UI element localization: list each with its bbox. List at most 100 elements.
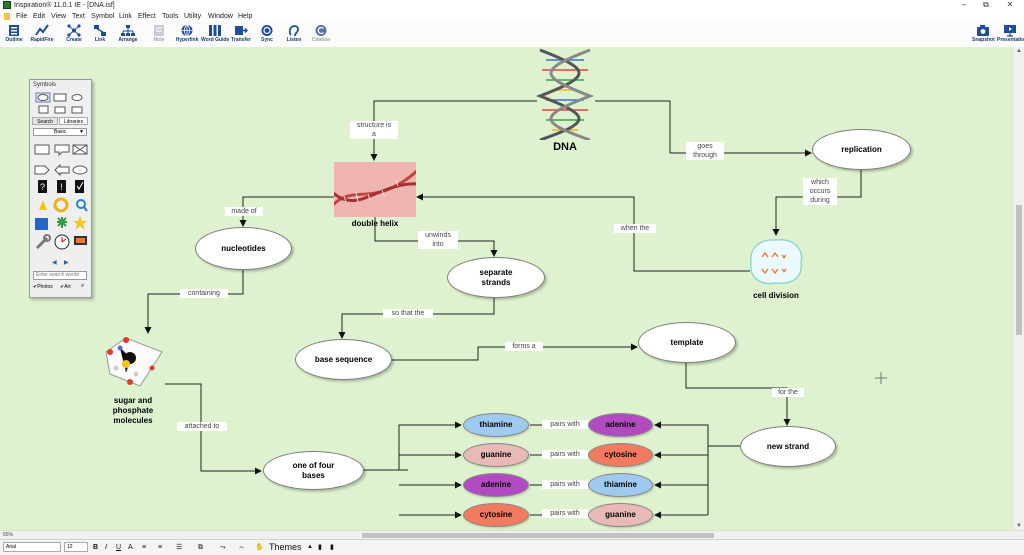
arrow-style-icon[interactable]: ⇔ xyxy=(238,544,245,551)
link-label-made-of[interactable]: made of xyxy=(225,207,263,216)
vertical-scroll-thumb[interactable] xyxy=(1016,205,1022,335)
one-of-four-bases-node[interactable]: one of four bases xyxy=(263,451,364,490)
link-label-so-that-the[interactable]: so that the xyxy=(383,309,433,318)
close-button[interactable]: ✕ xyxy=(1006,0,1014,9)
link-label-forms-a[interactable]: forms a xyxy=(505,342,543,351)
menu-help[interactable]: Help xyxy=(238,13,253,20)
template-node[interactable]: template xyxy=(638,322,736,363)
italic-button[interactable]: I xyxy=(105,544,107,551)
scroll-down-icon[interactable]: ▼ xyxy=(1016,523,1022,529)
symbol-grid[interactable]: ? ! xyxy=(33,142,89,262)
thiamine-node-left[interactable]: thiamine xyxy=(463,413,529,437)
symbol-search-input[interactable]: Enter search words xyxy=(33,271,87,280)
horizontal-scroll-thumb[interactable] xyxy=(362,533,714,538)
hyperlink-button[interactable]: Hyperlink xyxy=(174,23,200,46)
adenine-node-left[interactable]: adenine xyxy=(463,473,529,497)
word-guide-button[interactable]: Word Guide xyxy=(201,23,229,46)
guanine-node-left[interactable]: guanine xyxy=(463,443,529,467)
text-color-icon[interactable]: A xyxy=(128,544,133,551)
link-label-which-occurs-during[interactable]: which occurs during xyxy=(803,178,837,205)
font-family-select[interactable]: Arial xyxy=(3,542,61,552)
cytosine-node-left[interactable]: cytosine xyxy=(463,503,529,527)
link-label-structure-is-a[interactable]: structure is a xyxy=(350,121,398,139)
font-size-select[interactable]: 12 xyxy=(64,542,88,552)
link-label-when-the[interactable]: when the xyxy=(614,224,656,233)
create-button[interactable]: Create xyxy=(62,23,86,46)
restore-button[interactable]: ⧉ xyxy=(983,0,989,9)
link-label-for-the[interactable]: for the xyxy=(772,388,804,397)
double-helix-node[interactable]: double helix xyxy=(330,162,420,232)
shape-chooser[interactable] xyxy=(35,92,87,116)
horizontal-scrollbar[interactable]: 65% xyxy=(0,530,1024,540)
link-label-unwinds-into[interactable]: unwinds into xyxy=(418,231,458,249)
shape-fill-icon[interactable]: ▮ xyxy=(318,544,322,551)
menu-text[interactable]: Text xyxy=(72,13,85,20)
line-style-icon[interactable]: ☰ xyxy=(176,544,183,551)
filter-art[interactable]: ✔Art xyxy=(60,284,71,290)
arrange-button[interactable]: Arrange xyxy=(114,23,142,46)
themes-chevron-icon[interactable]: ▲ xyxy=(307,544,313,550)
sugar-phosphate-node[interactable]: sugar and phosphate molecules xyxy=(100,334,166,434)
sync-button[interactable]: Sync xyxy=(257,23,277,46)
library-select[interactable]: Basic ▼ xyxy=(33,128,87,136)
themes-button[interactable]: Themes xyxy=(269,542,302,552)
menu-window[interactable]: Window xyxy=(208,13,233,20)
adenine-node-right[interactable]: adenine xyxy=(588,413,653,437)
link-label-pairs-with-4[interactable]: pairs with xyxy=(542,509,588,518)
underline-button[interactable]: U xyxy=(116,544,122,551)
note-button[interactable]: Note xyxy=(150,23,168,46)
zoom-level[interactable]: 65% xyxy=(3,532,14,538)
bold-button[interactable]: B xyxy=(93,544,99,551)
align-center-icon[interactable]: ≡ xyxy=(158,544,163,551)
link-label-attached-to[interactable]: attached to xyxy=(177,422,227,431)
menu-symbol[interactable]: Symbol xyxy=(91,13,115,20)
presentation-button[interactable]: Presentation xyxy=(997,23,1024,46)
search-icon[interactable]: ⌕ xyxy=(81,283,85,289)
new-strand-node[interactable]: new strand xyxy=(740,426,836,467)
listen-button[interactable]: Listen xyxy=(284,23,304,46)
filter-photos[interactable]: ✔Photos xyxy=(33,284,53,290)
separate-strands-node[interactable]: separate strands xyxy=(447,257,545,298)
link-style-icon[interactable]: ⤳ xyxy=(220,544,226,551)
shape-outline-icon[interactable]: ▮ xyxy=(330,544,334,551)
symbol-style-icon[interactable]: ⧉ xyxy=(198,544,203,551)
citation-button[interactable]: Citation xyxy=(310,23,332,46)
previous-page-icon[interactable]: ◀ xyxy=(52,260,57,266)
link-double-helix-to-nucleotides xyxy=(239,196,336,227)
guanine-node-right[interactable]: guanine xyxy=(588,503,653,527)
symbols-palette[interactable]: Symbols Search Libraries Basic ▼ ? ! xyxy=(29,79,92,298)
diagram-canvas[interactable]: DNA replication double helix nucleotides… xyxy=(0,47,1014,530)
vertical-scrollbar[interactable]: ▲ ▼ xyxy=(1014,47,1024,530)
link-label-containing[interactable]: containing xyxy=(180,289,228,298)
cell-division-node[interactable]: cell division xyxy=(746,237,806,307)
palette-tab-libraries[interactable]: Libraries xyxy=(59,117,88,125)
next-page-icon[interactable]: ▶ xyxy=(64,260,69,266)
menu-file[interactable]: File xyxy=(16,13,28,20)
outline-button[interactable]: Outline xyxy=(3,23,25,46)
nucleotides-node[interactable]: nucleotides xyxy=(195,227,292,270)
menu-tools[interactable]: Tools xyxy=(162,13,179,20)
dna-node[interactable]: DNA xyxy=(532,48,598,156)
snapshot-button[interactable]: Snapshot xyxy=(972,23,995,46)
link-label-pairs-with-1[interactable]: pairs with xyxy=(542,420,588,429)
replication-node[interactable]: replication xyxy=(812,129,911,170)
hand-tool-icon[interactable]: ✋ xyxy=(255,544,264,551)
transfer-button[interactable]: Transfer xyxy=(230,23,252,46)
menu-link[interactable]: Link xyxy=(119,13,132,20)
link-label-pairs-with-2[interactable]: pairs with xyxy=(542,450,588,459)
link-label-goes-through[interactable]: goes through xyxy=(686,142,724,160)
cytosine-node-right[interactable]: cytosine xyxy=(588,443,653,467)
thiamine-node-right[interactable]: thiamine xyxy=(588,473,653,497)
menu-utility[interactable]: Utility xyxy=(184,13,202,20)
menu-edit[interactable]: Edit xyxy=(33,13,46,20)
palette-tab-search[interactable]: Search xyxy=(32,117,58,125)
link-button[interactable]: Link xyxy=(90,23,110,46)
base-sequence-node[interactable]: base sequence xyxy=(295,339,392,380)
menu-view[interactable]: View xyxy=(51,13,67,20)
align-left-icon[interactable]: ≡ xyxy=(142,544,147,551)
minimize-button[interactable]: – xyxy=(961,0,967,9)
link-label-pairs-with-3[interactable]: pairs with xyxy=(542,480,588,489)
scroll-up-icon[interactable]: ▲ xyxy=(1016,48,1022,54)
menu-effect[interactable]: Effect xyxy=(138,13,156,20)
rapidfire-button[interactable]: RapidFire xyxy=(27,23,57,46)
